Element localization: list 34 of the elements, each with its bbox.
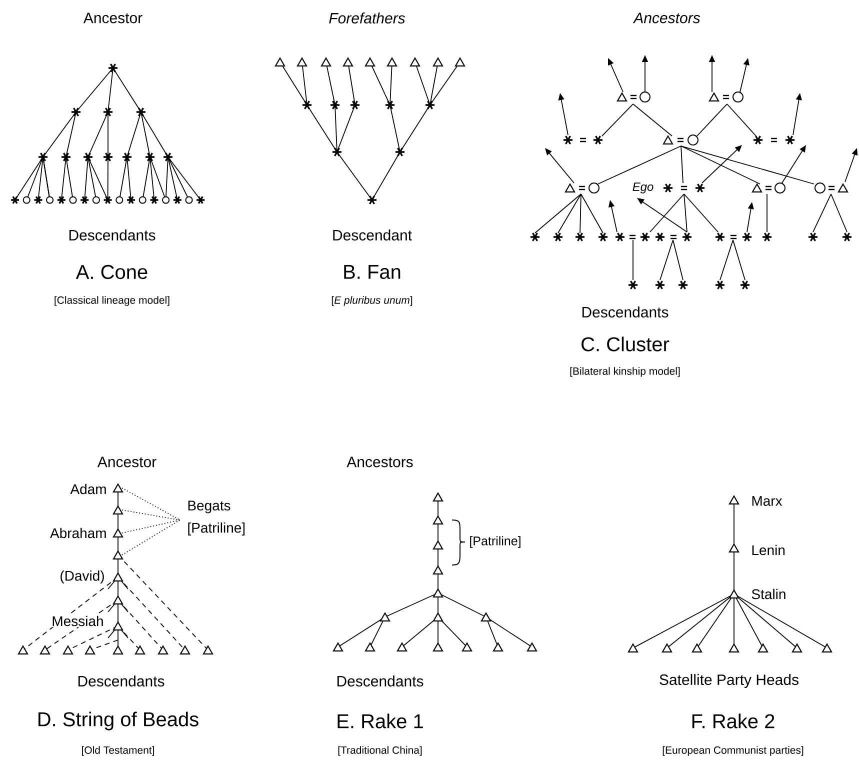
panel-subtitle: [Traditional China]	[338, 746, 422, 756]
heading-text: Ancestor	[97, 456, 156, 468]
panel-subtitle: [European Communist parties]	[662, 746, 804, 756]
heading-text: Ancestors	[346, 456, 413, 468]
heading-text: Descendants	[69, 230, 156, 240]
heading-text: Ancestors	[632, 12, 700, 24]
person-name: Abraham	[49, 526, 108, 540]
panel-title: C. Cluster	[582, 336, 670, 352]
panel-subtitle: [Bilateral kinship model]	[570, 367, 680, 377]
panel-subtitle: [Old Testament]	[82, 746, 154, 756]
note-text: Begats	[188, 500, 230, 514]
note-text: [Patriline]	[470, 536, 520, 548]
heading-text: Descendants	[582, 306, 668, 318]
person-name: (David)	[58, 569, 106, 585]
panel-title: B. Fan	[344, 265, 400, 279]
person-name: Marx	[752, 496, 782, 506]
panel-title: A. Cone	[76, 264, 148, 280]
panel-title: E. Rake 1	[338, 714, 423, 728]
heading-text: Descendants	[337, 676, 424, 686]
heading-text: Forefathers	[329, 12, 406, 24]
heading-text: Satellite Party Heads	[660, 674, 798, 688]
heading-text: Descendant	[333, 230, 412, 240]
panel-subtitle: [Classical lineage model]	[54, 296, 170, 306]
note-text: [Patriline]	[188, 522, 245, 536]
heading-text: Descendants	[78, 676, 164, 686]
person-name: Stalin	[750, 588, 788, 600]
person-name: Adam	[69, 482, 108, 496]
heading-text: Ancestor	[83, 12, 142, 24]
panel-title: F. Rake 2	[692, 714, 774, 728]
person-name: Lenin	[752, 544, 785, 556]
ego-label: Ego	[632, 182, 654, 194]
person-name: Messiah	[50, 614, 105, 628]
panel-subtitle: [E pluribus unum]	[332, 296, 412, 306]
panel-title: D. String of Beads	[38, 712, 198, 730]
